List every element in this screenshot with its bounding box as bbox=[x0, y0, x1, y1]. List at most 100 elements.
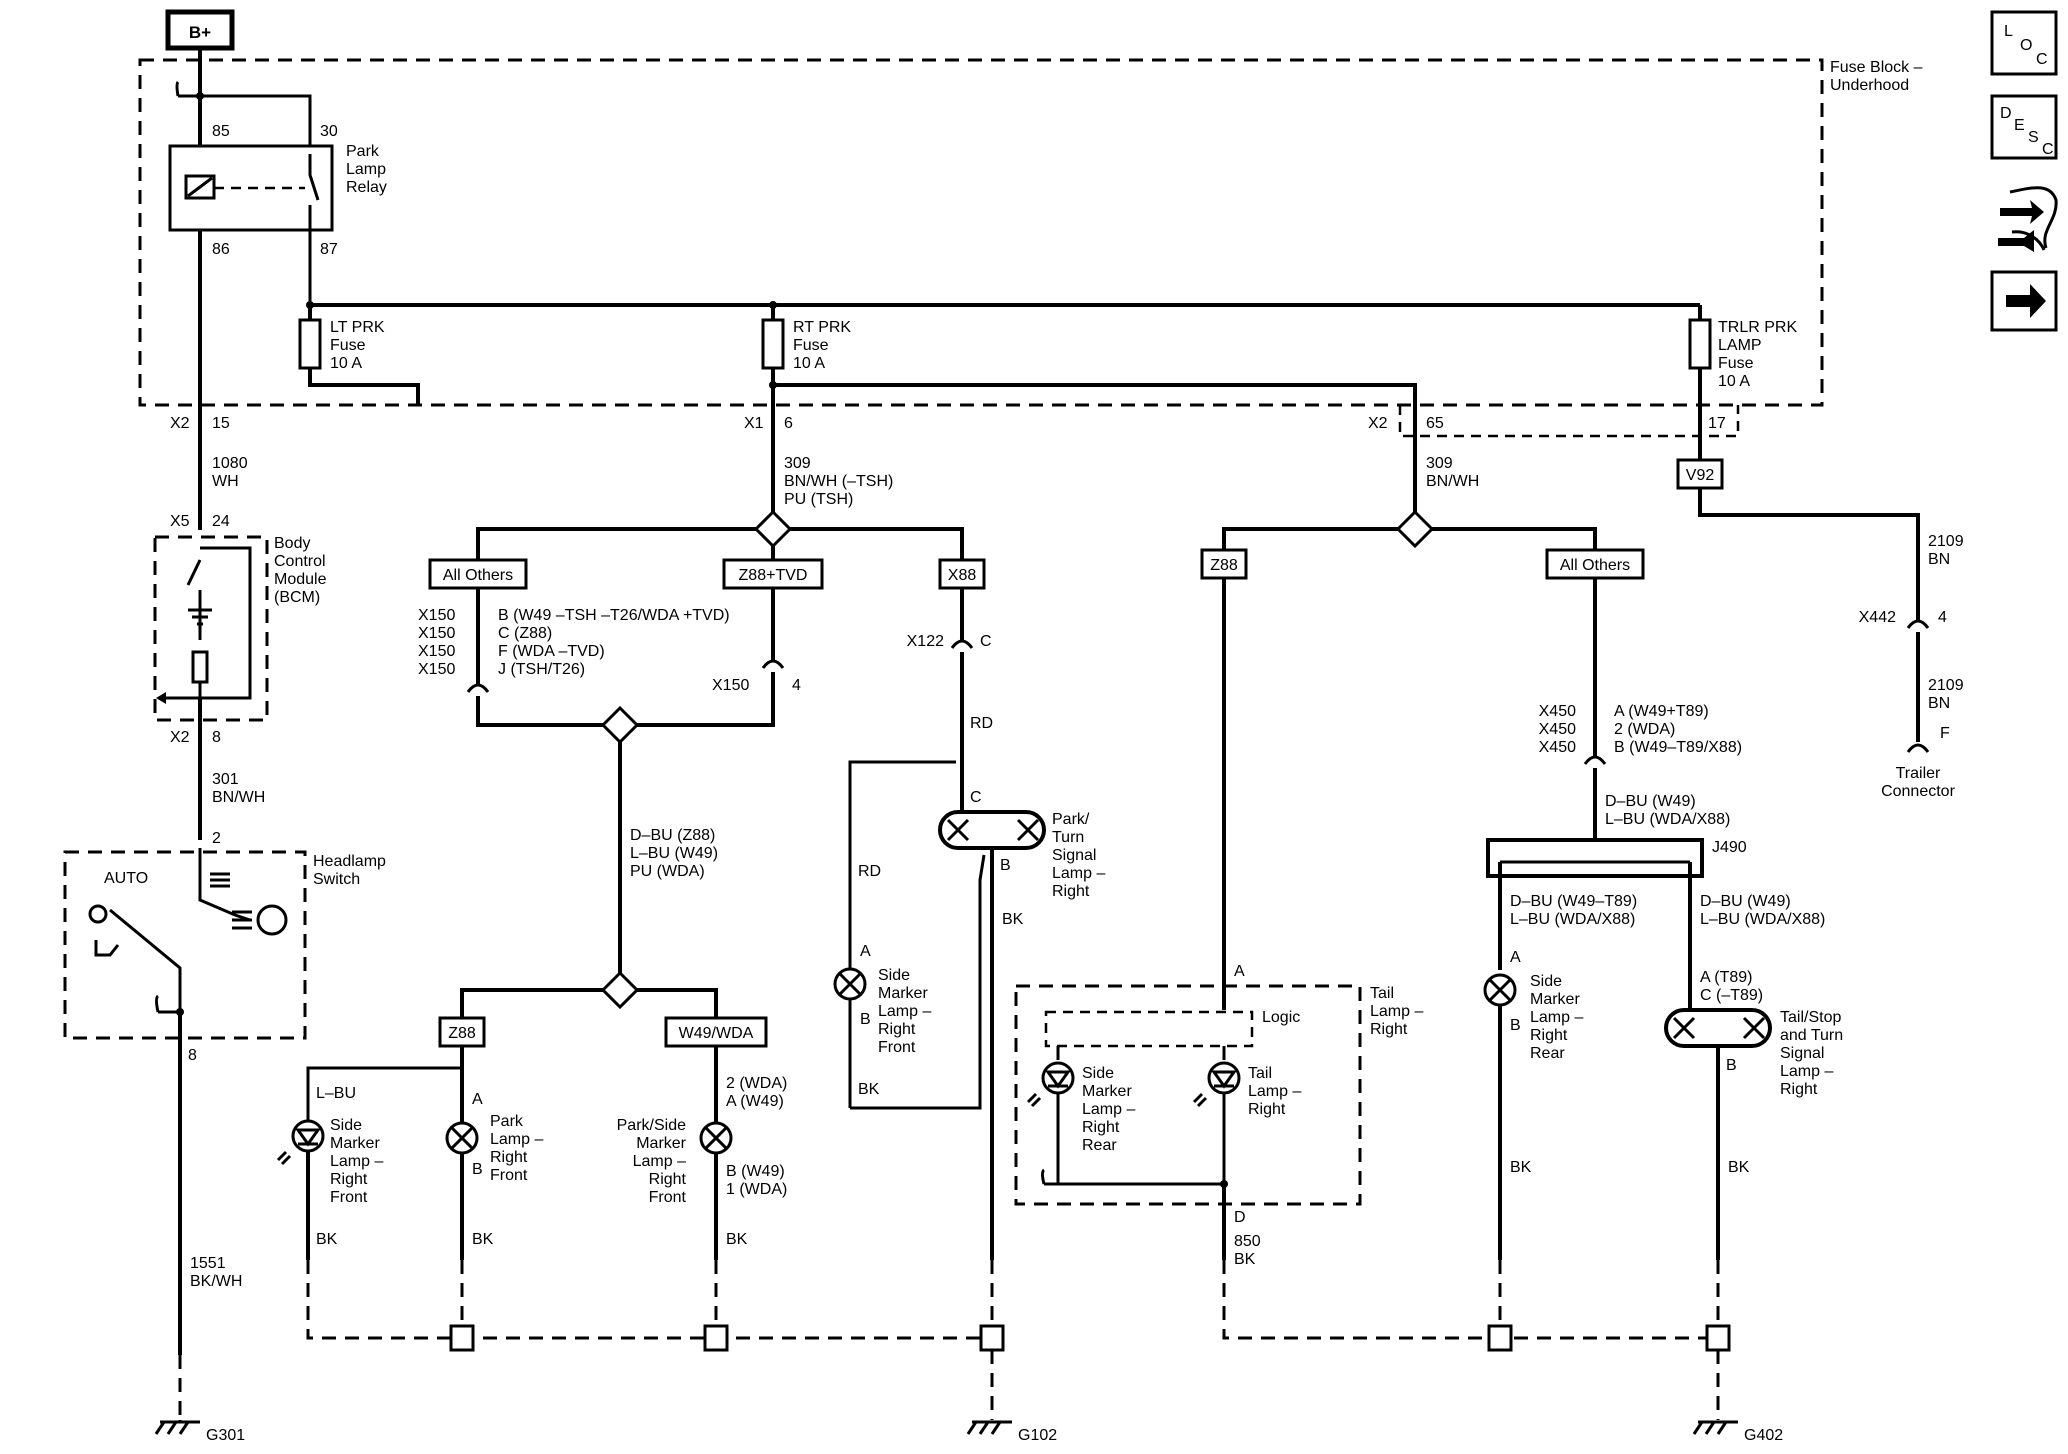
svg-text:S: S bbox=[2028, 129, 2039, 146]
c309b-color: BN/WH bbox=[1426, 473, 1479, 490]
ground-splice-2 bbox=[703, 1324, 729, 1352]
c1080-num: 1080 bbox=[212, 455, 248, 472]
rt-prk-l2: Fuse bbox=[793, 337, 829, 354]
dbu-left-3: PU (WDA) bbox=[630, 863, 705, 880]
connector-tools-icon[interactable] bbox=[1990, 178, 2060, 258]
c301-num: 301 bbox=[212, 771, 239, 788]
x150-4-pin: 4 bbox=[792, 677, 801, 694]
relay-pin-30: 30 bbox=[320, 123, 338, 140]
x2-65-wire bbox=[773, 383, 1417, 530]
tail-l1: Tail bbox=[1370, 985, 1394, 1002]
bcm-l4: (BCM) bbox=[274, 589, 320, 606]
smr-l3: Lamp – bbox=[1530, 1009, 1583, 1026]
x2-8-pin: 8 bbox=[212, 729, 221, 746]
ts-l2: and Turn bbox=[1780, 1027, 1843, 1044]
x150-1: X150 bbox=[418, 607, 455, 624]
bcm-arrow-icon bbox=[156, 692, 166, 704]
c2109b-color: BN bbox=[1928, 695, 1950, 712]
hs-pin-2: 2 bbox=[212, 830, 221, 847]
x2-8-conn: X2 bbox=[170, 729, 190, 746]
ground-g102-icon bbox=[966, 1420, 1012, 1435]
bk-5: BK bbox=[1728, 1159, 1750, 1176]
desc-button[interactable]: D E S C bbox=[1990, 94, 2058, 160]
psf-l3: Lamp – bbox=[633, 1153, 686, 1170]
trailer-connector-icon bbox=[1906, 743, 1930, 753]
svg-text:E: E bbox=[2014, 117, 2025, 134]
tail-pin-d: D bbox=[1234, 1209, 1246, 1226]
fuse-block-subtitle: Underhood bbox=[1830, 77, 1909, 94]
trailer-l2: Connector bbox=[1881, 783, 1955, 800]
lt-prk-l2: Fuse bbox=[330, 337, 366, 354]
ptl-l1: Park/ bbox=[1052, 811, 1090, 828]
tail-internal-ground bbox=[1041, 1093, 1226, 1186]
relay-coil-feed bbox=[175, 80, 312, 154]
x150-connector-icon bbox=[466, 683, 490, 693]
bcm-resistor-icon bbox=[191, 650, 209, 684]
tsm-l5: Rear bbox=[1082, 1137, 1117, 1154]
psf-pin-top2: A (W49) bbox=[726, 1093, 784, 1110]
tail-l2: Lamp – bbox=[1370, 1003, 1423, 1020]
desc-button-icon[interactable] bbox=[1990, 94, 2058, 160]
wire-rd-2 bbox=[848, 760, 956, 1108]
x150-2: X150 bbox=[418, 625, 455, 642]
plf-l2: Lamp – bbox=[490, 1131, 543, 1148]
x450-1: X450 bbox=[1539, 703, 1576, 720]
lt-prk-l1: LT PRK bbox=[330, 319, 385, 336]
plf-l3: Right bbox=[490, 1149, 528, 1166]
wire-to-x88 bbox=[790, 527, 964, 560]
wire-to-z88-mid bbox=[1222, 527, 1398, 550]
ts-l4: Lamp – bbox=[1780, 1063, 1833, 1080]
x450-3: X450 bbox=[1539, 739, 1576, 756]
svg-text:V92: V92 bbox=[1686, 467, 1715, 484]
loc-button-icon[interactable] bbox=[1990, 10, 2058, 76]
wire-bk-side-marker bbox=[850, 854, 986, 1110]
ground-bus-rear bbox=[1222, 1260, 1718, 1340]
plf-pin-b: B bbox=[472, 1161, 483, 1178]
ts-pin-c: C (–T89) bbox=[1700, 987, 1763, 1004]
c1551-num: 1551 bbox=[190, 1255, 226, 1272]
ground-bus-front-left bbox=[306, 1260, 1000, 1340]
wire-x150-right bbox=[636, 672, 775, 727]
smf-l3: Lamp – bbox=[878, 1003, 931, 1020]
rd-2: RD bbox=[858, 863, 881, 880]
c301-color: BN/WH bbox=[212, 789, 265, 806]
rd-1: RD bbox=[970, 715, 993, 732]
relay-pin-85: 85 bbox=[212, 123, 230, 140]
ground-g301-icon bbox=[154, 1420, 200, 1435]
psf-l1: Park/Side bbox=[617, 1117, 686, 1134]
smf-pin-b: B bbox=[860, 1011, 871, 1028]
smf-led-l1: Side bbox=[330, 1117, 362, 1134]
hs-sensor-icon bbox=[94, 940, 120, 957]
c2109a-num: 2109 bbox=[1928, 533, 1964, 550]
loc-button[interactable]: L O C bbox=[1990, 10, 2058, 76]
wire-to-all-others-left bbox=[476, 527, 756, 560]
lbu-label: L–BU bbox=[316, 1085, 356, 1102]
ts-l1: Tail/Stop bbox=[1780, 1009, 1841, 1026]
rt-prk-fuse bbox=[761, 318, 785, 370]
svg-text:O: O bbox=[2020, 37, 2032, 54]
hs-pin-8: 8 bbox=[188, 1047, 197, 1064]
logic-label: Logic bbox=[1262, 1009, 1300, 1026]
psf-pin-bot2: 1 (WDA) bbox=[726, 1181, 787, 1198]
svg-text:X88: X88 bbox=[948, 567, 977, 584]
svg-text:C: C bbox=[2042, 141, 2054, 158]
c309a-color1: BN/WH (–TSH) bbox=[784, 473, 893, 490]
rt-prk-l3: 10 A bbox=[793, 355, 825, 372]
svg-text:C: C bbox=[2036, 51, 2048, 68]
next-arrow-button[interactable] bbox=[1990, 270, 2058, 332]
ground-g102: G102 bbox=[1018, 1427, 1057, 1444]
ts-pin-b: B bbox=[1726, 1057, 1737, 1074]
auto-light-sensor-icon bbox=[88, 904, 108, 924]
smr-l1: Side bbox=[1530, 973, 1562, 990]
x442-conn: X442 bbox=[1859, 609, 1896, 626]
bk-1: BK bbox=[316, 1231, 338, 1248]
wire-lbu bbox=[306, 1066, 462, 1120]
wire-x150-left bbox=[476, 696, 610, 727]
smf-led-l4: Right bbox=[330, 1171, 368, 1188]
battery-label: B+ bbox=[189, 23, 211, 42]
option-z88-tvd: Z88+TVD bbox=[722, 558, 824, 590]
x150-pin-1: B (W49 –TSH –T26/WDA +TVD) bbox=[498, 607, 730, 624]
tsm-l1: Side bbox=[1082, 1065, 1114, 1082]
tsm-l3: Lamp – bbox=[1082, 1101, 1135, 1118]
dbu-right-2: L–BU (WDA/X88) bbox=[1605, 811, 1730, 828]
